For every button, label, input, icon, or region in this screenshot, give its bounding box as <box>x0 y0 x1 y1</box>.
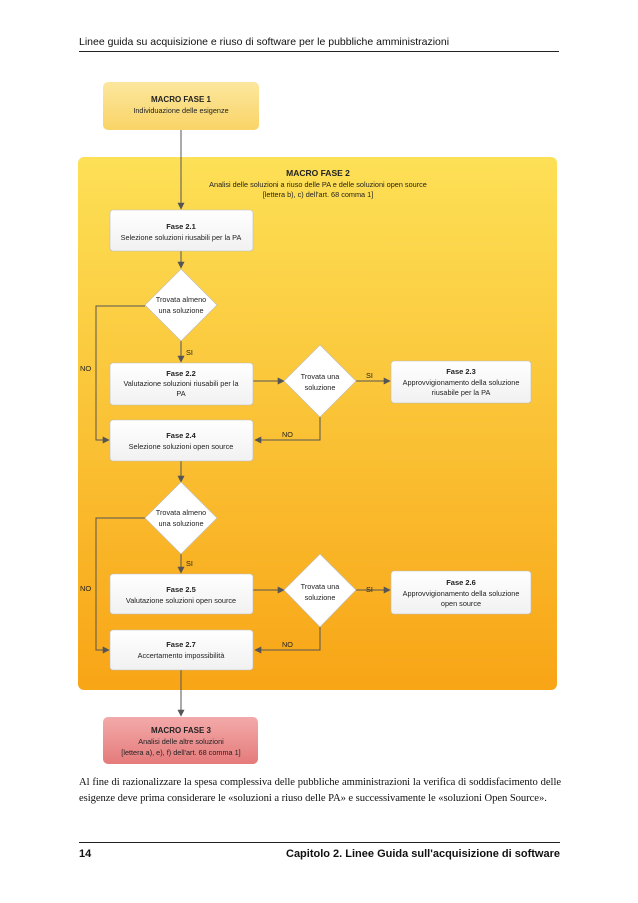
fase-2-4-desc: Selezione soluzioni open source <box>129 442 234 451</box>
chapter-title: Capitolo 2. Linee Guida sull'acquisizion… <box>286 848 560 860</box>
fase-2-7-box <box>109 629 254 671</box>
no-label-2: NO <box>282 430 293 439</box>
macro-fase-1-box <box>103 82 259 130</box>
fase-2-6-line2: open source <box>441 599 481 608</box>
decision-3-line2: una soluzione <box>158 519 203 528</box>
decision-3-line1: Trovata almeno <box>156 508 206 517</box>
fase-2-2-line2: PA <box>176 389 185 398</box>
fase-2-1-desc: Selezione soluzioni riusabili per la PA <box>121 233 242 242</box>
macro-fase-2-line1: Analisi delle soluzioni a riuso delle PA… <box>209 180 427 189</box>
decision-4-line2: soluzione <box>305 593 336 602</box>
flowchart: MACRO FASE 2 Analisi delle soluzioni a r… <box>78 82 557 764</box>
macro-fase-1-desc: Individuazione delle esigenze <box>133 106 228 115</box>
connectors <box>95 130 391 717</box>
macro-fase-3-line1: Analisi delle altre soluzioni <box>138 737 224 746</box>
fase-2-2-line1: Valutazione soluzioni riusabili per la <box>123 379 239 388</box>
fase-2-6-line1: Approvvigionamento della soluzione <box>403 589 520 598</box>
fase-2-7-desc: Accertamento impossibilità <box>138 651 226 660</box>
fase-2-1-box <box>109 209 254 252</box>
fase-2-5-desc: Valutazione soluzioni open source <box>126 596 236 605</box>
macro-fase-3-title: MACRO FASE 3 <box>151 726 212 735</box>
fase-2-3-line2: riusabile per la PA <box>432 388 491 397</box>
decision-4-line1: Trovata una <box>301 582 341 591</box>
si-label-1: SI <box>186 348 193 357</box>
no-label-3: NO <box>80 584 91 593</box>
no-label-1: NO <box>80 364 91 373</box>
fase-2-1-title: Fase 2.1 <box>166 222 196 231</box>
decision-1-line2: una soluzione <box>158 306 203 315</box>
no-label-4: NO <box>282 640 293 649</box>
si-label-3: SI <box>186 559 193 568</box>
fase-2-2-box <box>109 362 254 406</box>
page-number: 14 <box>79 848 92 860</box>
fase-2-3-title: Fase 2.3 <box>446 367 476 376</box>
si-label-2: SI <box>366 371 373 380</box>
fase-2-7-title: Fase 2.7 <box>166 640 196 649</box>
macro-fase-1-title: MACRO FASE 1 <box>151 95 212 104</box>
macro-fase-3-line2: [lettera a), e), f) dell'art. 68 comma 1… <box>121 748 240 757</box>
body-paragraph: Al fine di razionalizzare la spesa compl… <box>79 777 561 804</box>
fase-2-3-box <box>390 360 532 404</box>
decision-2-line1: Trovata una <box>301 372 341 381</box>
decision-3-diamond <box>144 481 218 555</box>
fase-2-6-title: Fase 2.6 <box>446 578 476 587</box>
fase-2-3-line1: Approvvigionamento della soluzione <box>403 378 520 387</box>
macro-fase-3-box <box>103 717 258 764</box>
si-label-4: SI <box>366 585 373 594</box>
decision-4-diamond <box>283 553 357 628</box>
decision-1-line1: Trovata almeno <box>156 295 206 304</box>
macro-fase-2-title: MACRO FASE 2 <box>286 168 350 178</box>
fase-2-5-box <box>109 573 254 615</box>
fase-2-4-title: Fase 2.4 <box>166 431 196 440</box>
fase-2-4-box <box>109 419 254 462</box>
decision-2-diamond <box>283 344 357 418</box>
page-header: Linee guida su acquisizione e riuso di s… <box>79 36 559 52</box>
decision-2-line2: soluzione <box>305 383 336 392</box>
fase-2-2-title: Fase 2.2 <box>166 369 196 378</box>
macro-fase-2-line2: [lettera b), c) dell'art. 68 comma 1] <box>263 190 373 199</box>
fase-2-6-box <box>390 570 532 615</box>
footer-divider <box>79 842 560 843</box>
decision-1-diamond <box>144 268 218 342</box>
fase-2-5-title: Fase 2.5 <box>166 585 196 594</box>
